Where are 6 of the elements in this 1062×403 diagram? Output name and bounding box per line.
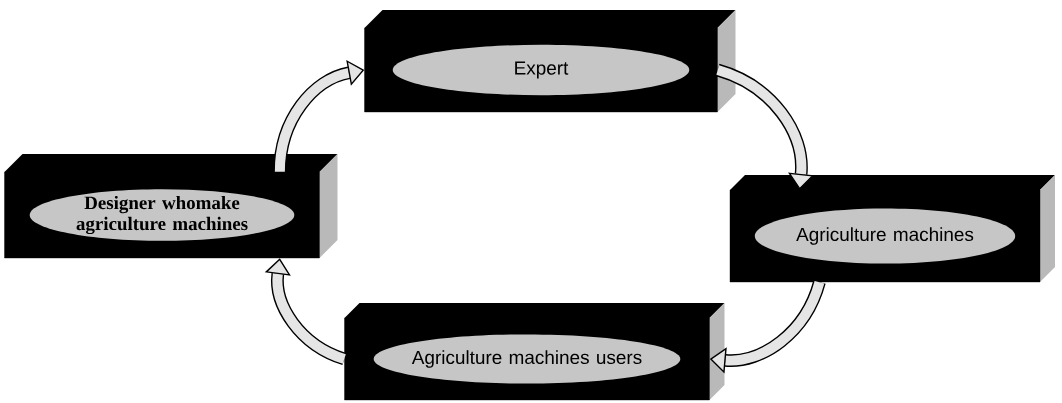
block: Agriculture machines users bbox=[344, 303, 725, 401]
block: Expert bbox=[364, 10, 736, 113]
block: Designer whomake agriculture machines bbox=[4, 154, 338, 259]
curved-arrow bbox=[715, 63, 815, 190]
curved-arrow bbox=[264, 258, 347, 365]
block: Agriculture machines bbox=[729, 175, 1055, 283]
